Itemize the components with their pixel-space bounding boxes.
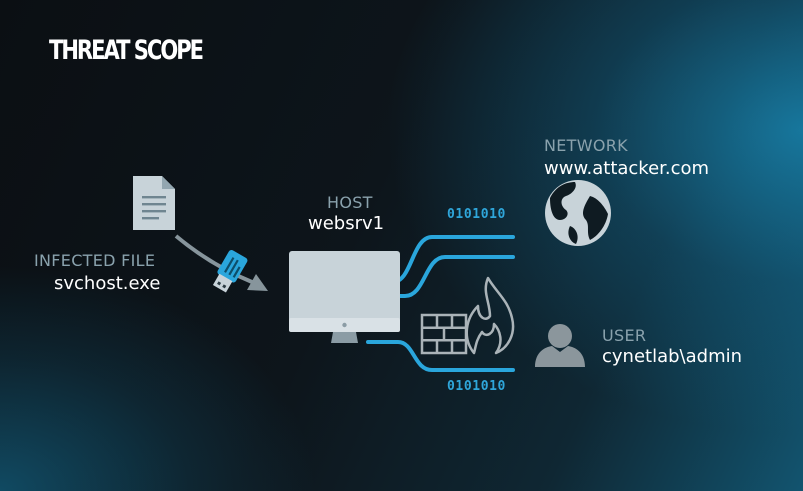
diagram-title: THREAT SCOPE bbox=[49, 35, 204, 66]
flame-icon bbox=[465, 276, 515, 355]
user-icon bbox=[535, 324, 585, 367]
document-icon bbox=[133, 176, 175, 230]
monitor-icon bbox=[289, 251, 400, 343]
usb-drive-icon bbox=[212, 249, 248, 293]
network-caption: NETWORK bbox=[544, 136, 628, 155]
host-caption: HOST bbox=[327, 193, 373, 212]
network-value: www.attacker.com bbox=[544, 158, 710, 179]
traffic-label-bottom: 0101010 bbox=[447, 379, 506, 394]
traffic-label-top: 0101010 bbox=[447, 207, 506, 222]
user-caption: USER bbox=[602, 326, 647, 345]
arrow-icon bbox=[174, 234, 268, 291]
firewall-icon bbox=[420, 313, 468, 355]
infected-file-value: svchost.exe bbox=[54, 273, 161, 294]
globe-icon bbox=[545, 180, 611, 246]
host-value: websrv1 bbox=[308, 213, 385, 234]
infected-file-caption: INFECTED FILE bbox=[34, 251, 156, 270]
user-value: cynetlab\admin bbox=[602, 346, 743, 367]
